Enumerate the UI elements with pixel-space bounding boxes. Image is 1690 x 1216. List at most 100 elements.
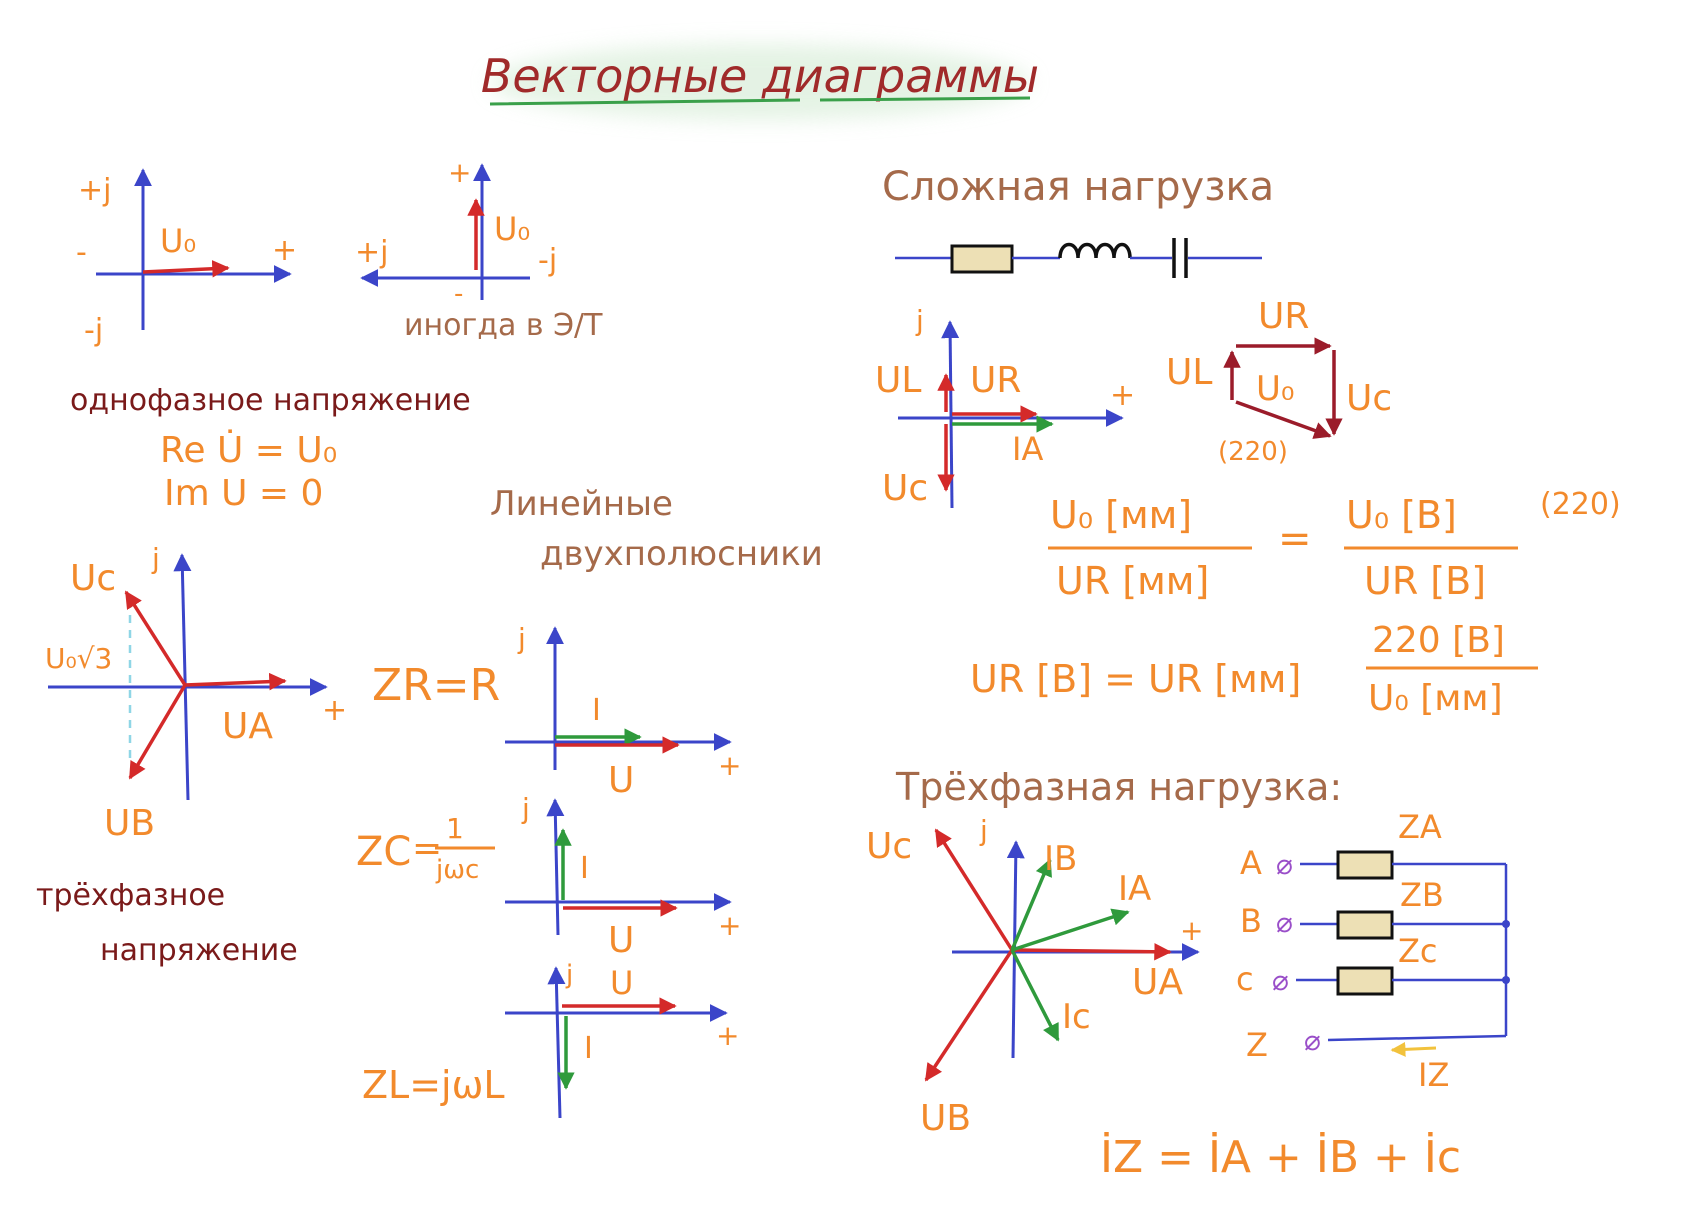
- resistor-symbol: [950, 244, 1014, 274]
- inductor-symbol: [1058, 242, 1132, 259]
- complex-load-plot: j + UL UR Uc IA: [875, 304, 1135, 509]
- label-ul: UL: [1166, 352, 1212, 393]
- label-ur: UR: [970, 360, 1021, 401]
- note-sometimes-ee: иногда в Э/Т: [404, 308, 603, 343]
- inductor-plot: ZL=jωL j + U I: [362, 960, 739, 1119]
- node-z: Z: [1246, 1026, 1268, 1064]
- eq1-eq: =: [1278, 516, 1312, 562]
- title-block: Векторные диаграммы: [481, 44, 1039, 120]
- label-220: (220): [1218, 437, 1288, 467]
- label-iz: IZ: [1418, 1056, 1449, 1094]
- capacitor-plot: ZC = 1 jωc j + I U: [356, 792, 741, 961]
- title-underline: [489, 96, 1031, 106]
- label-j: j: [915, 304, 924, 337]
- label-i: I: [584, 1031, 593, 1066]
- label-plus: +: [718, 749, 741, 782]
- label-j: j: [565, 960, 573, 990]
- label-u: U: [608, 920, 634, 961]
- eq2-den: U₀ [мм]: [1368, 678, 1503, 719]
- caption-three-phase-1: трёхфазное: [36, 878, 225, 913]
- junction-dot: [1502, 920, 1510, 928]
- label-ib: IB: [1044, 839, 1077, 879]
- three-phase-load-plot: j + Uc IB IA UA Ic UB: [866, 814, 1203, 1139]
- label-zc: Zc: [1398, 932, 1438, 970]
- eq1-note-220: (220): [1540, 487, 1621, 522]
- label-uc: Uc: [70, 558, 116, 599]
- caption-single-phase: однофазное напряжение: [70, 383, 471, 418]
- label-zb: ZB: [1400, 876, 1444, 914]
- eq1-lhs-den: UR [мм]: [1056, 559, 1209, 603]
- neutral-current-arrow: [1390, 1041, 1437, 1057]
- page-title: Векторные диаграммы: [481, 49, 1039, 103]
- eq1-rhs-num: U₀ [B]: [1346, 493, 1457, 537]
- node-a: A: [1240, 844, 1262, 882]
- heading-linear-1: Линейные: [490, 484, 673, 524]
- caption-three-phase-2: напряжение: [100, 933, 298, 968]
- eq2-num: 220 [B]: [1372, 620, 1505, 661]
- label-plus: +: [322, 693, 347, 728]
- rlc-series-circuit: [895, 238, 1262, 278]
- formula-zc-num: 1: [446, 812, 464, 845]
- label-i: I: [580, 851, 589, 886]
- resistor-plot: ZR=R j + I U: [372, 622, 741, 801]
- label-minus: -: [454, 279, 463, 309]
- formula-zr: ZR=R: [372, 660, 500, 711]
- label-u: U: [608, 760, 634, 801]
- label-ic: Ic: [1062, 997, 1091, 1037]
- label-plus-j: +j: [355, 235, 388, 270]
- resistor-zb: [1336, 910, 1394, 940]
- label-u0-vector: U₀: [494, 210, 530, 248]
- label-ua: UA: [1132, 962, 1183, 1003]
- label-ur: UR: [1258, 296, 1309, 337]
- label-j: j: [151, 542, 160, 575]
- label-plus: +: [448, 156, 471, 189]
- label-ul: UL: [875, 360, 921, 401]
- label-ub: UB: [920, 1098, 971, 1139]
- formula-zc-z: ZC: [356, 829, 411, 875]
- label-uc: Uc: [882, 468, 928, 509]
- resistor-za: [1336, 850, 1394, 880]
- label-plus: +: [1110, 378, 1135, 413]
- label-plus: +: [1180, 914, 1203, 947]
- ratio-equation: U₀ [мм] UR [мм] = U₀ [B] UR [B] (220) UR…: [970, 487, 1621, 719]
- terminal-cross-icon: ⌀: [1272, 964, 1289, 997]
- label-uc: Uc: [1346, 378, 1392, 419]
- heading-linear-2: двухполюсники: [540, 534, 823, 574]
- label-j: j: [517, 622, 526, 655]
- voltage-triangle: UR UL U₀ Uc (220): [1166, 296, 1392, 467]
- label-minus-j: -j: [538, 243, 557, 278]
- eq1-rhs-den: UR [B]: [1364, 559, 1486, 603]
- label-za: ZA: [1398, 808, 1442, 846]
- single-phase-plot-right: + +j -j - U₀ иногда в Э/Т: [355, 156, 603, 343]
- label-i: I: [592, 693, 601, 728]
- label-ia: IA: [1012, 430, 1043, 468]
- eq2-lhs: UR [B] = UR [мм]: [970, 657, 1301, 701]
- resistor-zc: [1336, 966, 1394, 996]
- label-u0-vector: U₀: [160, 222, 196, 260]
- label-ia: IA: [1118, 869, 1151, 909]
- label-u0: U₀: [1256, 369, 1295, 409]
- label-minus: -: [76, 235, 87, 270]
- label-plus: +: [272, 233, 297, 268]
- star-load-circuit: A ⌀ ZA B ⌀ ZB c ⌀ Zc Z ⌀ IZ: [1236, 808, 1510, 1094]
- three-phase-voltage-plot: j + Uc U₀√3 UA UB: [45, 542, 347, 844]
- label-plus-j: +j: [78, 173, 111, 208]
- label-plus: +: [718, 909, 741, 942]
- label-j: j: [521, 792, 530, 825]
- current-sum-equation: İZ = İA + İB + İc: [1100, 1131, 1461, 1183]
- formula-zc-den: jωc: [435, 855, 479, 885]
- label-minus-j: -j: [84, 313, 103, 348]
- terminal-cross-icon: ⌀: [1304, 1024, 1321, 1057]
- equation-im: Im U = 0: [164, 473, 323, 514]
- eq1-lhs-num: U₀ [мм]: [1050, 493, 1192, 537]
- heading-complex-load: Сложная нагрузка: [882, 164, 1274, 210]
- label-uc: Uc: [866, 826, 912, 867]
- node-b: B: [1240, 902, 1262, 940]
- formula-zl: ZL=jωL: [362, 1063, 505, 1107]
- label-u0-sqrt3: U₀√3: [45, 642, 112, 675]
- label-j: j: [979, 814, 988, 847]
- junction-dot: [1502, 976, 1510, 984]
- label-ua: UA: [222, 706, 273, 747]
- label-u: U: [610, 964, 633, 1002]
